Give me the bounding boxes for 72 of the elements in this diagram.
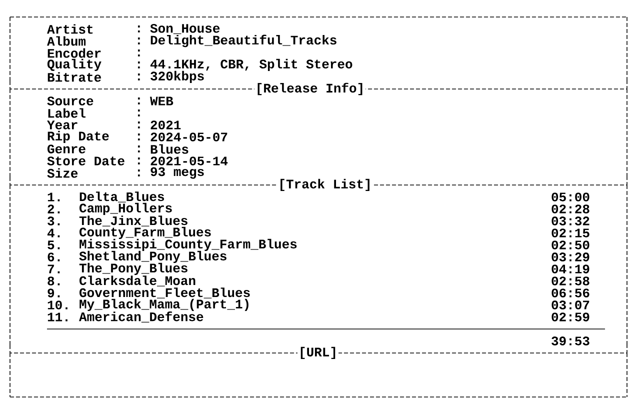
info-text: : xyxy=(138,134,140,140)
info-text: : xyxy=(138,50,140,56)
info-text: 39:53 xyxy=(552,336,590,346)
info-text: 2024-05-07 xyxy=(150,132,228,142)
info-text: 03:07 xyxy=(552,300,590,310)
info-text: : xyxy=(138,26,140,32)
section-heading: [Track List] xyxy=(277,176,373,194)
info-text: 02:59 xyxy=(552,312,590,322)
info-text: 05:00 xyxy=(552,192,590,202)
info-text: 6. xyxy=(48,252,60,262)
section-heading: [Release Info] xyxy=(254,80,366,98)
info-text: 2021 xyxy=(150,120,181,130)
info-text: 03:32 xyxy=(552,216,590,226)
info-text: : xyxy=(138,38,140,44)
info-text: 11. xyxy=(48,312,68,322)
info-text: Source xyxy=(47,96,94,106)
info-text: Clarksdale_Moan xyxy=(80,276,196,286)
info-text: 9. xyxy=(48,288,60,298)
info-text: 7. xyxy=(48,264,60,274)
info-text: Rip Date xyxy=(48,130,109,144)
info-text: 93 megs xyxy=(150,167,204,179)
info-text: 2021-05-14 xyxy=(150,156,228,166)
info-text: Blues xyxy=(150,144,188,154)
info-text: Government_Fleet_Blues xyxy=(80,288,250,298)
info-text: : xyxy=(138,170,140,176)
info-text: Encoder xyxy=(48,48,101,58)
info-text: Quality xyxy=(47,58,102,72)
info-text: Bitrate xyxy=(48,72,101,82)
info-text: : xyxy=(138,158,140,164)
info-text: Size xyxy=(47,168,78,178)
info-text: American_Defense xyxy=(79,311,204,322)
info-text: : xyxy=(138,62,140,68)
info-text: Mississipi_County_Farm_Blues xyxy=(80,238,297,252)
info-text: My_Black_Mama_(Part_1) xyxy=(80,298,248,312)
info-text: : xyxy=(138,98,140,104)
info-text: 8. xyxy=(48,276,60,286)
info-text: Son_House xyxy=(150,24,220,34)
info-text: Delight_Beautiful_Tracks xyxy=(150,34,336,48)
info-text: Genre xyxy=(48,144,86,154)
info-text: 04:19 xyxy=(552,264,590,274)
info-text: Store Date xyxy=(47,156,124,166)
info-text: 5. xyxy=(48,240,60,250)
info-text: 02:58 xyxy=(552,276,590,286)
info-text: Label xyxy=(48,108,86,118)
section-heading: [URL] xyxy=(298,344,338,362)
info-text: Delta_Blues xyxy=(80,192,164,202)
info-text: Album xyxy=(47,36,86,46)
info-text: Artist xyxy=(47,24,93,34)
info-text: 06:56 xyxy=(552,288,590,298)
info-text: 03:29 xyxy=(552,252,590,262)
info-text: 3. xyxy=(48,216,60,226)
info-text: The_Pony_Blues xyxy=(79,262,188,276)
section-panel xyxy=(10,16,628,82)
info-text: 10. xyxy=(48,300,68,310)
info-text: WEB xyxy=(150,96,174,106)
info-text: Camp_Hollers xyxy=(80,202,172,216)
info-text: : xyxy=(138,74,140,80)
info-text: 320kbps xyxy=(150,70,204,84)
info-text: Shetland_Pony_Blues xyxy=(79,250,226,264)
info-text: : xyxy=(138,122,140,128)
info-text: 02:50 xyxy=(552,240,590,250)
info-text: County_Farm_Blues xyxy=(80,226,211,240)
info-text: : xyxy=(138,110,140,116)
info-text: : xyxy=(138,146,140,152)
info-text: 02:28 xyxy=(552,204,590,214)
info-text: 4. xyxy=(47,228,60,238)
info-text: The_Jinx_Blues xyxy=(79,216,188,226)
info-text: 02:15 xyxy=(552,228,590,238)
info-text: 1. xyxy=(48,192,60,202)
info-text: Year xyxy=(47,120,78,130)
info-text: 2. xyxy=(48,204,60,214)
info-text: 44.1KHz, CBR, Split Stereo xyxy=(150,58,352,72)
